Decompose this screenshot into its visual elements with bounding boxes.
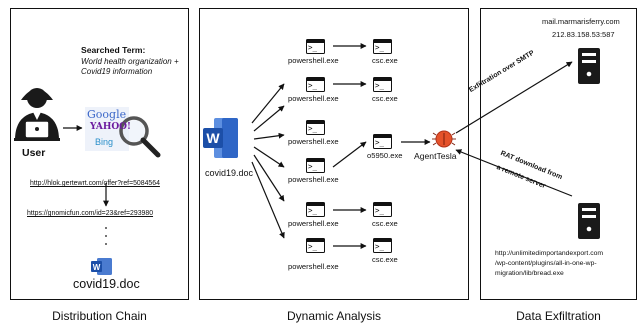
user-icon	[14, 88, 60, 141]
payload-url-line-1: http://unlimitedimportandexport.com	[495, 250, 604, 257]
powershell-label: powershell.exe	[288, 94, 339, 103]
distribution-chain-panel	[10, 8, 189, 300]
data-exfiltration-caption: Data Exfiltration	[516, 309, 601, 323]
distribution-chain-caption: Distribution Chain	[52, 309, 147, 323]
csc-terminal-icon: >_	[373, 238, 392, 253]
search-logo-bing: Bing	[95, 137, 114, 147]
agenttesla-bug-icon	[432, 130, 456, 148]
searched-term-title: Searched Term:	[81, 45, 146, 55]
powershell-terminal-icon: >_	[306, 202, 325, 217]
distribution-doc-label: covid19.doc	[73, 277, 140, 291]
csc-terminal-icon: >_	[373, 202, 392, 217]
smtp-host-label: mail.marmarisferry.com	[542, 17, 620, 26]
powershell-label: powershell.exe	[288, 137, 339, 146]
remote-server-icon	[578, 203, 600, 239]
o5950-terminal-icon: >_	[373, 134, 392, 149]
csc-label: csc.exe	[372, 219, 398, 228]
csc-label: csc.exe	[372, 94, 398, 103]
svg-text:W: W	[93, 263, 101, 272]
user-label: User	[22, 147, 46, 159]
dynamic-analysis-panel	[199, 8, 469, 300]
url-gnomicfun-link[interactable]: https://gnomicfun.com/id=23&ref=293980	[27, 210, 154, 217]
powershell-terminal-icon: >_	[306, 39, 325, 54]
url-offer-link[interactable]: http://hlok.gertewrt.com/offer?ref=50845…	[30, 180, 160, 187]
searched-term-line-1: World health organization +	[81, 57, 179, 66]
continuation-dots	[105, 227, 107, 245]
word-doc-icon-large: W	[203, 118, 238, 158]
analysis-doc-label: covid19.doc	[205, 168, 254, 178]
agenttesla-label: AgentTesla	[414, 151, 457, 161]
powershell-label: powershell.exe	[288, 219, 339, 228]
searched-term-line-2: Covid19 information	[81, 67, 153, 76]
csc-label: csc.exe	[372, 255, 398, 264]
powershell-label: powershell.exe	[288, 262, 339, 271]
powershell-terminal-icon: >_	[306, 120, 325, 135]
search-logo-yahoo: YAHOO!	[90, 122, 131, 132]
powershell-label: powershell.exe	[288, 175, 339, 184]
powershell-label: powershell.exe	[288, 56, 339, 65]
o5950-label: o5950.exe	[367, 151, 403, 160]
word-doc-icon-small: W	[91, 258, 112, 275]
dynamic-analysis-caption: Dynamic Analysis	[286, 309, 382, 323]
svg-text:W: W	[206, 130, 220, 146]
powershell-terminal-icon: >_	[306, 77, 325, 92]
search-engines-icon	[85, 107, 161, 158]
smtp-server-icon	[578, 48, 600, 84]
powershell-terminal-icon: >_	[306, 158, 325, 173]
payload-url-line-3: migration/lib/bread.exe	[495, 270, 564, 277]
smtp-ip-label: 212.83.158.53:587	[552, 30, 615, 39]
search-logo-google: Google	[87, 108, 127, 121]
powershell-terminal-icon: >_	[306, 238, 325, 253]
payload-url-line-2: /wp-content/plugins/all-in-one-wp-	[495, 260, 597, 267]
csc-label: csc.exe	[372, 56, 398, 65]
csc-terminal-icon: >_	[373, 77, 392, 92]
csc-terminal-icon: >_	[373, 39, 392, 54]
data-exfiltration-panel	[480, 8, 637, 300]
